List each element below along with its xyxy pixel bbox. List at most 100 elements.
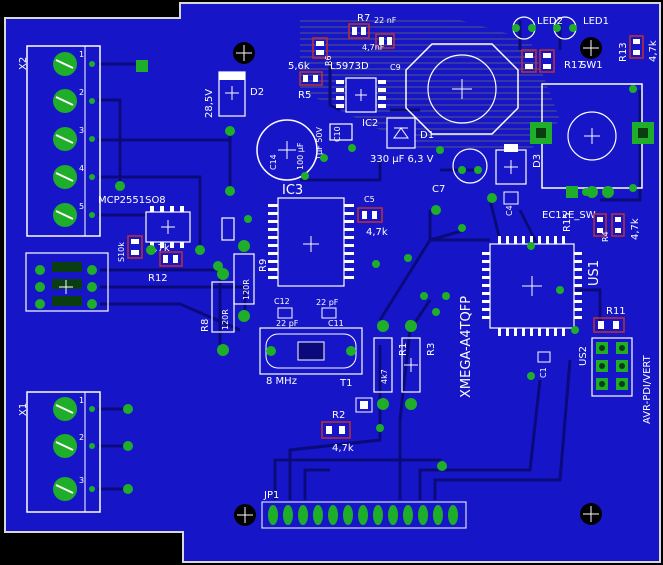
- c14-value: 100 µF: [296, 142, 305, 170]
- capacitor-c9[interactable]: 4,7nF C9: [362, 33, 401, 72]
- capacitor-c10[interactable]: C10: [329, 123, 353, 142]
- x2-pin-3: 3: [79, 126, 84, 135]
- r7-ref: R7: [357, 13, 370, 24]
- mounting-hole: [234, 504, 256, 526]
- transistor-t1[interactable]: T1: [339, 378, 373, 413]
- connector-x2[interactable]: X2 1 2 3 4 5: [18, 45, 101, 237]
- crystal-8mhz[interactable]: 8 MHz: [259, 327, 363, 387]
- resistor-r7[interactable]: R7 22 nF: [348, 13, 397, 39]
- via-pad-square: [136, 60, 148, 72]
- resistor-r15-r16[interactable]: R17 SW1: [521, 49, 603, 73]
- connector-avr-pdi[interactable]: AVR-PDI/VERT: [591, 337, 653, 424]
- c12-ref: C12: [274, 297, 290, 306]
- r1-value: 4k7: [380, 369, 389, 384]
- jp1-label: JP1: [263, 490, 279, 501]
- c11-ref: C11: [328, 319, 344, 328]
- x2-pin-4: 4: [79, 164, 84, 173]
- r2-ref: R2: [332, 410, 345, 421]
- c11-value: 22 pF: [316, 298, 339, 307]
- resistor-r5[interactable]: R5: [298, 71, 323, 101]
- led-led2[interactable]: LED2: [512, 16, 563, 40]
- c7-ref: C7: [432, 184, 445, 195]
- c14-ref: C14: [269, 154, 278, 170]
- r8-ref: R8: [200, 319, 211, 332]
- resistor-r8[interactable]: 120R R8: [200, 268, 235, 356]
- ic-xmega[interactable]: XMEGA-A4TQFP: [459, 236, 582, 398]
- x2-pin-2: 2: [79, 88, 84, 97]
- us1-label: US1: [587, 260, 602, 286]
- r17-ref: R17: [564, 60, 584, 71]
- avr-label: AVR-PDI/VERT: [642, 354, 653, 424]
- r9-ref: R9: [258, 259, 269, 272]
- resistor-r3[interactable]: R3: [401, 320, 437, 410]
- resistor-r1[interactable]: 4k7 R1: [373, 320, 409, 410]
- x1-pin-1: 1: [79, 396, 84, 405]
- capacitor-c13[interactable]: [221, 217, 235, 241]
- via: [123, 484, 133, 494]
- encoder-label: EC12E_SW: [542, 210, 596, 221]
- capacitor-electrolytic[interactable]: C7: [432, 148, 488, 195]
- r1-ref: R1: [398, 343, 409, 356]
- x2-terminal-4: [53, 165, 95, 189]
- r6-value: 5,6k: [288, 61, 310, 72]
- x2-label: X2: [18, 57, 29, 70]
- c5-ref: C5: [364, 195, 375, 204]
- header-jp1[interactable]: JP1: [261, 490, 467, 529]
- resistor-r12[interactable]: 4,7k R12: [148, 243, 183, 284]
- c10-ref: C10: [333, 126, 342, 142]
- copper-pour-hatched: [300, 20, 560, 150]
- diode-d1[interactable]: D1: [386, 117, 434, 149]
- resistor-r9[interactable]: 120R R9: [233, 240, 269, 322]
- mounting-hole: [580, 37, 602, 59]
- diode-d3[interactable]: D3: [495, 144, 543, 185]
- inductor-large[interactable]: [405, 43, 519, 135]
- r9-value: 120R: [242, 279, 251, 300]
- r12-ref: R12: [148, 273, 168, 284]
- crystal-label: 8 MHz: [266, 376, 297, 387]
- resistor-r13[interactable]: R13 4,7k: [618, 35, 659, 62]
- r11-ref: R11: [606, 306, 626, 317]
- ic3-label: IC3: [282, 183, 303, 198]
- us2-label: US2: [578, 346, 589, 366]
- resistor-r4[interactable]: 4,7k R15 R4: [562, 212, 641, 242]
- resistor-r11[interactable]: R11: [593, 306, 626, 333]
- ic2-label: IC2: [362, 118, 378, 129]
- ic-ic3[interactable]: IC3: [268, 183, 354, 287]
- x2-terminal-1: [53, 52, 95, 76]
- sw1-ref: SW1: [580, 60, 603, 71]
- ic-mcp2551[interactable]: MCP2551SO8: [98, 195, 191, 248]
- s10k-ref: S10k: [117, 242, 126, 262]
- capacitor-c14[interactable]: C14 100 µF: [256, 119, 318, 181]
- capacitor-c4[interactable]: C4: [503, 191, 519, 216]
- capacitor-c5[interactable]: C5 4,7k: [357, 195, 388, 238]
- r13-value: 4,7k: [648, 40, 659, 62]
- c1-ref: C1: [539, 367, 548, 378]
- led-led1[interactable]: LED1: [553, 16, 609, 40]
- capacitor-c11[interactable]: [321, 307, 337, 319]
- r5-ref: R5: [298, 90, 311, 101]
- capacitor-c12[interactable]: [277, 307, 293, 319]
- r13-ref: R13: [618, 42, 629, 62]
- x2-terminal-2: [53, 89, 95, 113]
- ic-ic2[interactable]: L5973D IC2: [330, 61, 386, 129]
- mcp-label: MCP2551SO8: [98, 195, 166, 206]
- x1-terminal-1: [53, 397, 95, 421]
- r12-value: 4,7k: [148, 243, 170, 254]
- resistor-r6[interactable]: 5,6k R6: [288, 37, 333, 72]
- d1-ref: D1: [420, 130, 434, 141]
- capacitor-c1[interactable]: C1: [537, 351, 551, 378]
- r3-ref: R3: [426, 343, 437, 356]
- connector-x1[interactable]: X1 1 2 3: [18, 391, 101, 513]
- c9-ref: C9: [390, 63, 401, 72]
- x1-pin-2: 2: [79, 433, 84, 442]
- resistor-r2[interactable]: R2 4,7k: [321, 410, 354, 454]
- rotary-encoder[interactable]: EC12E_SW: [530, 83, 654, 221]
- pin-header-left[interactable]: [25, 252, 109, 312]
- r4-ref: R4: [601, 231, 610, 242]
- diode-d2[interactable]: 28,5V D2: [204, 71, 264, 118]
- d2-ref: D2: [250, 87, 264, 98]
- x2-pin-5: 5: [79, 202, 84, 211]
- via: [123, 441, 133, 451]
- resistor-s10k[interactable]: S10k: [117, 235, 143, 262]
